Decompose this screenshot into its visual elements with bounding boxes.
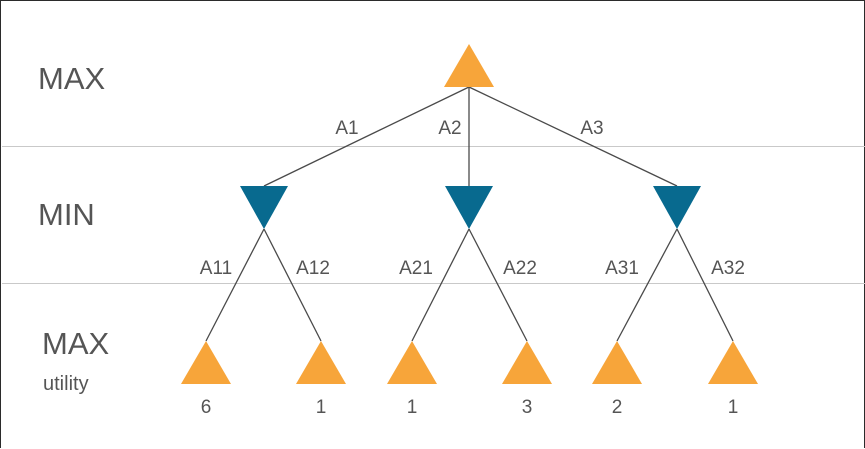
edge-label-a11: A11 xyxy=(200,258,232,279)
max-leaf-node-icon-3-1 xyxy=(592,341,642,384)
edge-min-3-to-leaf-2 xyxy=(676,228,734,342)
edge-root-to-min-1 xyxy=(263,86,470,187)
min-node-icon-3 xyxy=(653,186,701,229)
edge-min-1-to-leaf-1 xyxy=(205,228,265,342)
edge-min-2-to-leaf-2 xyxy=(468,228,528,342)
utility-value-2-1: 1 xyxy=(407,397,418,418)
edge-label-a12: A12 xyxy=(296,258,330,279)
edge-label-a1: A1 xyxy=(335,118,358,139)
utility-value-1-1: 6 xyxy=(201,397,212,418)
level-label-utility: utility xyxy=(43,373,89,395)
edge-min-1-to-leaf-2 xyxy=(263,228,322,342)
min-node-icon-2 xyxy=(445,186,493,229)
max-root-node-icon xyxy=(444,44,494,87)
level-label-min: MIN xyxy=(38,197,95,232)
level-divider-bottom xyxy=(2,283,865,284)
edge-label-a21: A21 xyxy=(399,258,433,279)
edges-layer xyxy=(205,86,734,342)
edge-label-a22: A22 xyxy=(503,258,537,279)
max-leaf-node-icon-2-1 xyxy=(387,341,437,384)
edge-label-a3: A3 xyxy=(580,118,603,139)
utility-value-3-2: 1 xyxy=(728,397,739,418)
max-leaf-node-icon-2-2 xyxy=(502,341,552,384)
edge-label-a2: A2 xyxy=(438,118,461,139)
level-label-max-root: MAX xyxy=(38,61,106,96)
utility-value-2-2: 3 xyxy=(522,397,533,418)
edge-root-to-min-3 xyxy=(468,86,678,187)
max-leaf-node-icon-1-1 xyxy=(181,341,231,384)
max-leaf-node-icon-3-2 xyxy=(708,341,758,384)
level-divider-top xyxy=(2,146,865,147)
utility-value-3-1: 2 xyxy=(612,397,623,418)
nodes-layer xyxy=(181,44,758,384)
level-label-max-leaves: MAX xyxy=(42,326,110,361)
max-leaf-node-icon-1-2 xyxy=(296,341,346,384)
edge-label-a31: A31 xyxy=(605,258,639,279)
edge-label-a32: A32 xyxy=(711,258,745,279)
edge-min-3-to-leaf-1 xyxy=(616,228,678,342)
utility-value-1-2: 1 xyxy=(316,397,327,418)
min-node-icon-1 xyxy=(240,186,288,229)
edge-min-2-to-leaf-1 xyxy=(411,228,470,342)
